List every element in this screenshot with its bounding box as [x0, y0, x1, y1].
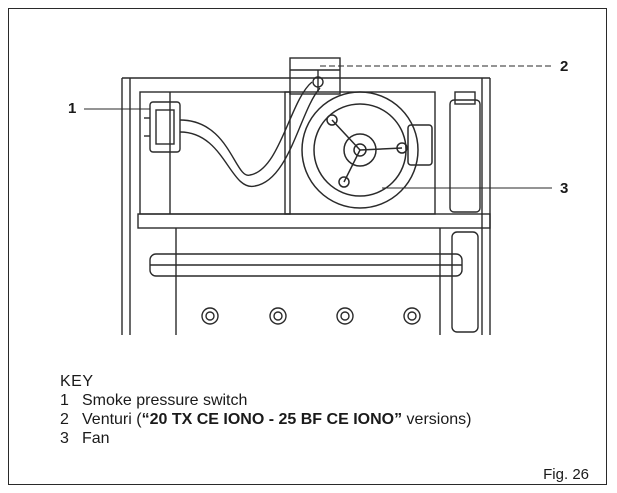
key-item-smoke-pressure-switch: 1 Smoke pressure switch — [60, 391, 471, 410]
smoke-pressure-switch — [144, 101, 181, 153]
key-item-text: Fan — [82, 430, 110, 447]
venturi — [312, 70, 324, 92]
fan — [301, 91, 433, 209]
key-item-number: 1 — [60, 392, 69, 409]
figure-label: Fig. 26 — [543, 466, 589, 483]
key-item-text: Smoke pressure switch — [82, 392, 248, 409]
key-title: KEY — [60, 373, 94, 390]
callout-3-label: 3 — [560, 180, 569, 197]
key-item-number: 3 — [60, 430, 69, 447]
key-item-text: Venturi ( — [82, 411, 142, 428]
key-item-suffix: versions) — [402, 411, 472, 428]
callout-2-label: 2 — [560, 58, 569, 75]
callout-1-label: 1 — [68, 100, 77, 117]
key-item-bold-models: “20 TX CE IONO - 25 BF CE IONO” — [141, 411, 403, 428]
figure-frame — [8, 8, 607, 485]
key-item-venturi: 2 Venturi (“20 TX CE IONO - 25 BF CE IONO… — [60, 410, 471, 429]
key-item-number: 2 — [60, 411, 69, 428]
key-item-fan: 3 Fan — [60, 429, 471, 448]
key-legend: KEY 1 Smoke pressure switch 2 Venturi (“20… — [60, 372, 471, 448]
